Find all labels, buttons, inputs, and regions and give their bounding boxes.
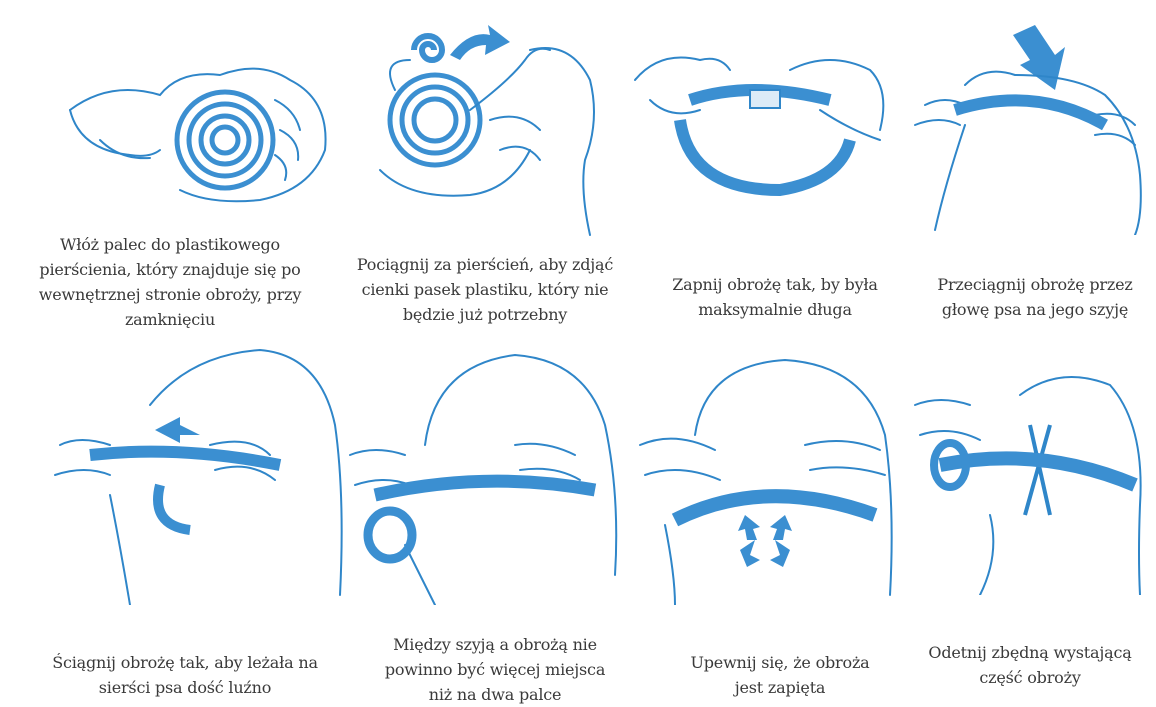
buckle-collar-icon: [630, 30, 890, 200]
step-3-caption: Zapnij obrożę tak, by była maksymalnie d…: [650, 272, 900, 322]
step-8-illustration: [910, 365, 1150, 595]
step-1-caption: Włóż palec do plastikowego pierścienia, …: [10, 232, 330, 332]
step-7-caption: Upewnij się, że obroża jest zapięta: [650, 650, 910, 700]
step-2-illustration: [350, 0, 620, 240]
step-4-illustration: [905, 15, 1150, 235]
step-5-caption: Ściągnij obrożę tak, aby leżała na sierś…: [20, 650, 350, 700]
cut-excess-icon: [910, 365, 1150, 595]
step-2-caption: Pociągnij za pierścień, aby zdjąć cienki…: [335, 252, 635, 327]
two-fingers-space-icon: [345, 345, 635, 605]
step-8-caption: Odetnij zbędną wystającą część obroży: [905, 640, 1155, 690]
step-6-caption: Między szyją a obrożą nie powinno być wi…: [355, 632, 635, 707]
step-5-illustration: [50, 345, 350, 605]
collar-fastened-icon: [635, 345, 905, 605]
tighten-collar-icon: [50, 345, 350, 605]
step-4-caption: Przeciągnij obrożę przez głowę psa na je…: [915, 272, 1155, 322]
pull-ring-strip-icon: [350, 0, 620, 240]
collar-over-head-icon: [905, 15, 1150, 235]
step-1-illustration: [60, 40, 340, 210]
step-6-illustration: [345, 345, 635, 605]
step-7-illustration: [635, 345, 905, 605]
collar-coil-in-hands-icon: [60, 40, 340, 210]
step-3-illustration: [630, 30, 890, 200]
